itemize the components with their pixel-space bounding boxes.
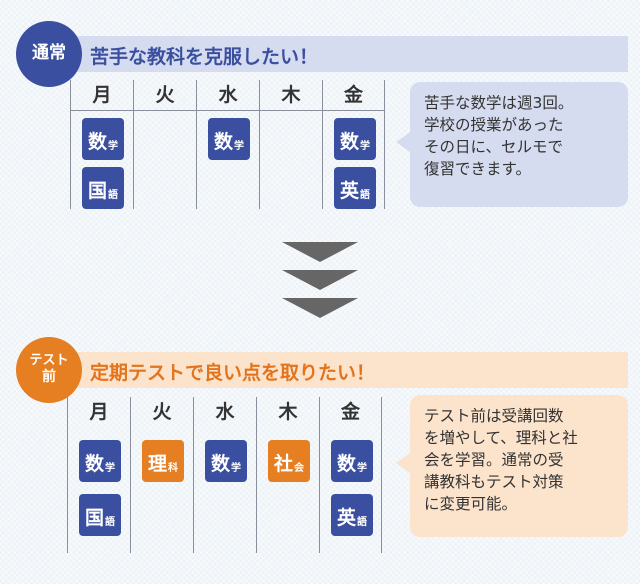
chevron-down-icon — [282, 242, 358, 262]
subject-tile: 数学 — [205, 440, 247, 482]
subject-tile: 英語 — [334, 167, 376, 209]
chevron-down-icon — [282, 298, 358, 318]
normal-col-thu — [259, 111, 322, 209]
chevron-down-icon — [282, 270, 358, 290]
test-badge: テスト 前 — [16, 337, 82, 403]
bubble-line: 学校の授業があった — [424, 116, 564, 134]
subject-tile: 理科 — [142, 440, 184, 482]
down-chevrons-icon — [282, 242, 358, 318]
subject-tile: 国語 — [79, 494, 121, 536]
day-wed: 水 — [196, 80, 259, 110]
normal-timetable: 月 火 水 木 金 数学 国語 数学 数学 英語 — [70, 80, 385, 209]
day-mon: 月 — [70, 80, 133, 110]
subject-tile: 数学 — [79, 440, 121, 482]
test-col-wed: 数学 — [193, 428, 256, 553]
test-banner-title: 定期テストで良い点を取りたい！ — [90, 362, 376, 384]
subject-tile: 数学 — [82, 118, 124, 160]
bubble-line: 講教科もテスト対策 — [424, 473, 564, 491]
test-timetable-header: 月 火 水 木 金 — [67, 397, 382, 428]
day-fri: 金 — [322, 80, 385, 110]
normal-col-tue — [133, 111, 196, 209]
test-col-tue: 理科 — [130, 428, 193, 553]
day-mon: 月 — [67, 397, 130, 428]
normal-badge-text: 通常 — [32, 43, 66, 64]
test-col-mon: 数学 国語 — [67, 428, 130, 553]
bubble-line: 復習できます。 — [424, 160, 531, 178]
normal-timetable-header: 月 火 水 木 金 — [70, 80, 385, 111]
test-timetable-body: 数学 国語 理科 数学 社会 数学 英語 — [67, 428, 382, 553]
subject-tile: 社会 — [268, 440, 310, 482]
normal-speech-bubble: 苦手な数学は週3回。 学校の授業があった その日に、セルモで 復習できます。 — [396, 82, 628, 207]
bubble-line: 苦手な数学は週3回。 — [424, 94, 574, 112]
normal-col-wed: 数学 — [196, 111, 259, 209]
day-thu: 木 — [256, 397, 319, 428]
normal-badge: 通常 — [16, 21, 82, 87]
test-banner: 定期テストで良い点を取りたい！ — [60, 352, 628, 388]
normal-banner: 苦手な教科を克服したい！ — [60, 36, 628, 72]
test-col-fri: 数学 英語 — [319, 428, 382, 553]
bubble-line: に変更可能。 — [424, 495, 518, 513]
test-badge-text-line2: 前 — [42, 369, 56, 386]
day-tue: 火 — [133, 80, 196, 110]
test-col-thu: 社会 — [256, 428, 319, 553]
subject-tile: 英語 — [331, 494, 373, 536]
normal-col-fri: 数学 英語 — [322, 111, 385, 209]
day-tue: 火 — [130, 397, 193, 428]
test-section: 定期テストで良い点を取りたい！ テスト 前 月 火 水 木 金 数学 国語 理科… — [0, 335, 640, 584]
bubble-line: テスト前は受講回数 — [424, 407, 564, 425]
day-thu: 木 — [259, 80, 322, 110]
test-speech-bubble: テスト前は受講回数 を増やして、理科と社 会を学習。通常の受 講教科もテスト対策… — [396, 395, 628, 537]
normal-section: 苦手な教科を克服したい！ 通常 月 火 水 木 金 数学 国語 数学 数学 英語 — [0, 0, 640, 230]
normal-col-mon: 数学 国語 — [70, 111, 133, 209]
normal-banner-title: 苦手な教科を克服したい！ — [90, 46, 319, 68]
bubble-line: を増やして、理科と社 — [424, 429, 578, 447]
day-wed: 水 — [193, 397, 256, 428]
subject-tile: 数学 — [208, 118, 250, 160]
subject-tile: 国語 — [82, 167, 124, 209]
normal-timetable-body: 数学 国語 数学 数学 英語 — [70, 111, 385, 209]
day-fri: 金 — [319, 397, 382, 428]
bubble-line: その日に、セルモで — [424, 138, 564, 156]
bubble-line: 会を学習。通常の受 — [424, 451, 564, 469]
subject-tile: 数学 — [331, 440, 373, 482]
subject-tile: 数学 — [334, 118, 376, 160]
test-badge-text-line1: テスト — [29, 353, 69, 369]
test-timetable: 月 火 水 木 金 数学 国語 理科 数学 社会 数学 英語 — [67, 397, 382, 553]
